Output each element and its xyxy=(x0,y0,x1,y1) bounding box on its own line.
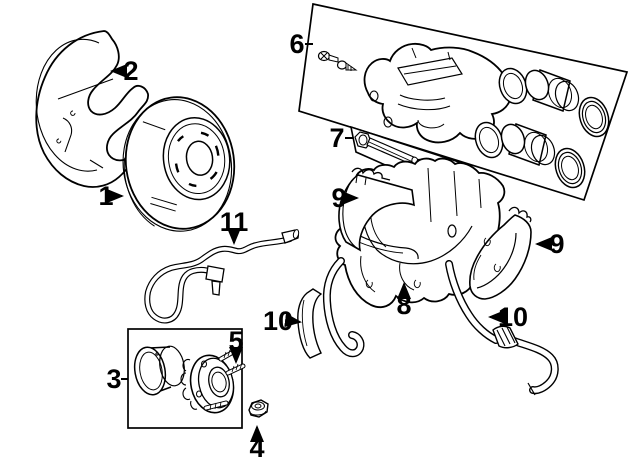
callout-6-label: 6 xyxy=(289,29,304,59)
callout-2-label: 2 xyxy=(123,56,138,86)
brake-pad-outer-drawing xyxy=(469,206,532,300)
callout-10-right-label: 10 xyxy=(498,302,528,332)
wheel-stud-drawing-2 xyxy=(225,362,246,376)
brake-hose-right-drawing xyxy=(445,260,559,396)
caliper-kit-box xyxy=(298,2,629,202)
caliper-piston-drawing-2 xyxy=(500,123,556,166)
brake-rotor-drawing xyxy=(122,96,236,232)
piston-boot-drawing xyxy=(578,96,610,138)
splash-shield-drawing xyxy=(35,30,149,188)
bleeder-screw-drawings xyxy=(317,50,358,71)
callout-5-label: 5 xyxy=(228,326,243,356)
brake-hose-left-drawing xyxy=(297,257,365,359)
caliper-piston-drawing xyxy=(524,69,580,112)
bearing-sleeve-drawing xyxy=(133,345,185,396)
callout-9-right-label: 9 xyxy=(549,229,564,259)
callout-10-left-label: 10 xyxy=(263,306,293,336)
callouts: 1 2 3 4 5 6 7 8 9 9 10 10 11 xyxy=(98,29,564,463)
hub-bearing-drawing xyxy=(180,348,246,414)
callout-11-label: 11 xyxy=(220,207,249,237)
callout-1-label: 1 xyxy=(98,181,113,211)
piston-boot-drawing-2 xyxy=(554,147,586,189)
wheel-stud-drawing-3 xyxy=(203,400,229,411)
callout-7-label: 7 xyxy=(329,123,344,153)
callout-3-label: 3 xyxy=(106,364,121,394)
axle-nut-drawing xyxy=(248,399,269,418)
brake-pipe-drawing xyxy=(144,229,300,324)
callout-10-left-arrow xyxy=(284,313,302,328)
callout-9-left-label: 9 xyxy=(331,183,346,213)
brake-caliper-drawing xyxy=(363,42,513,144)
